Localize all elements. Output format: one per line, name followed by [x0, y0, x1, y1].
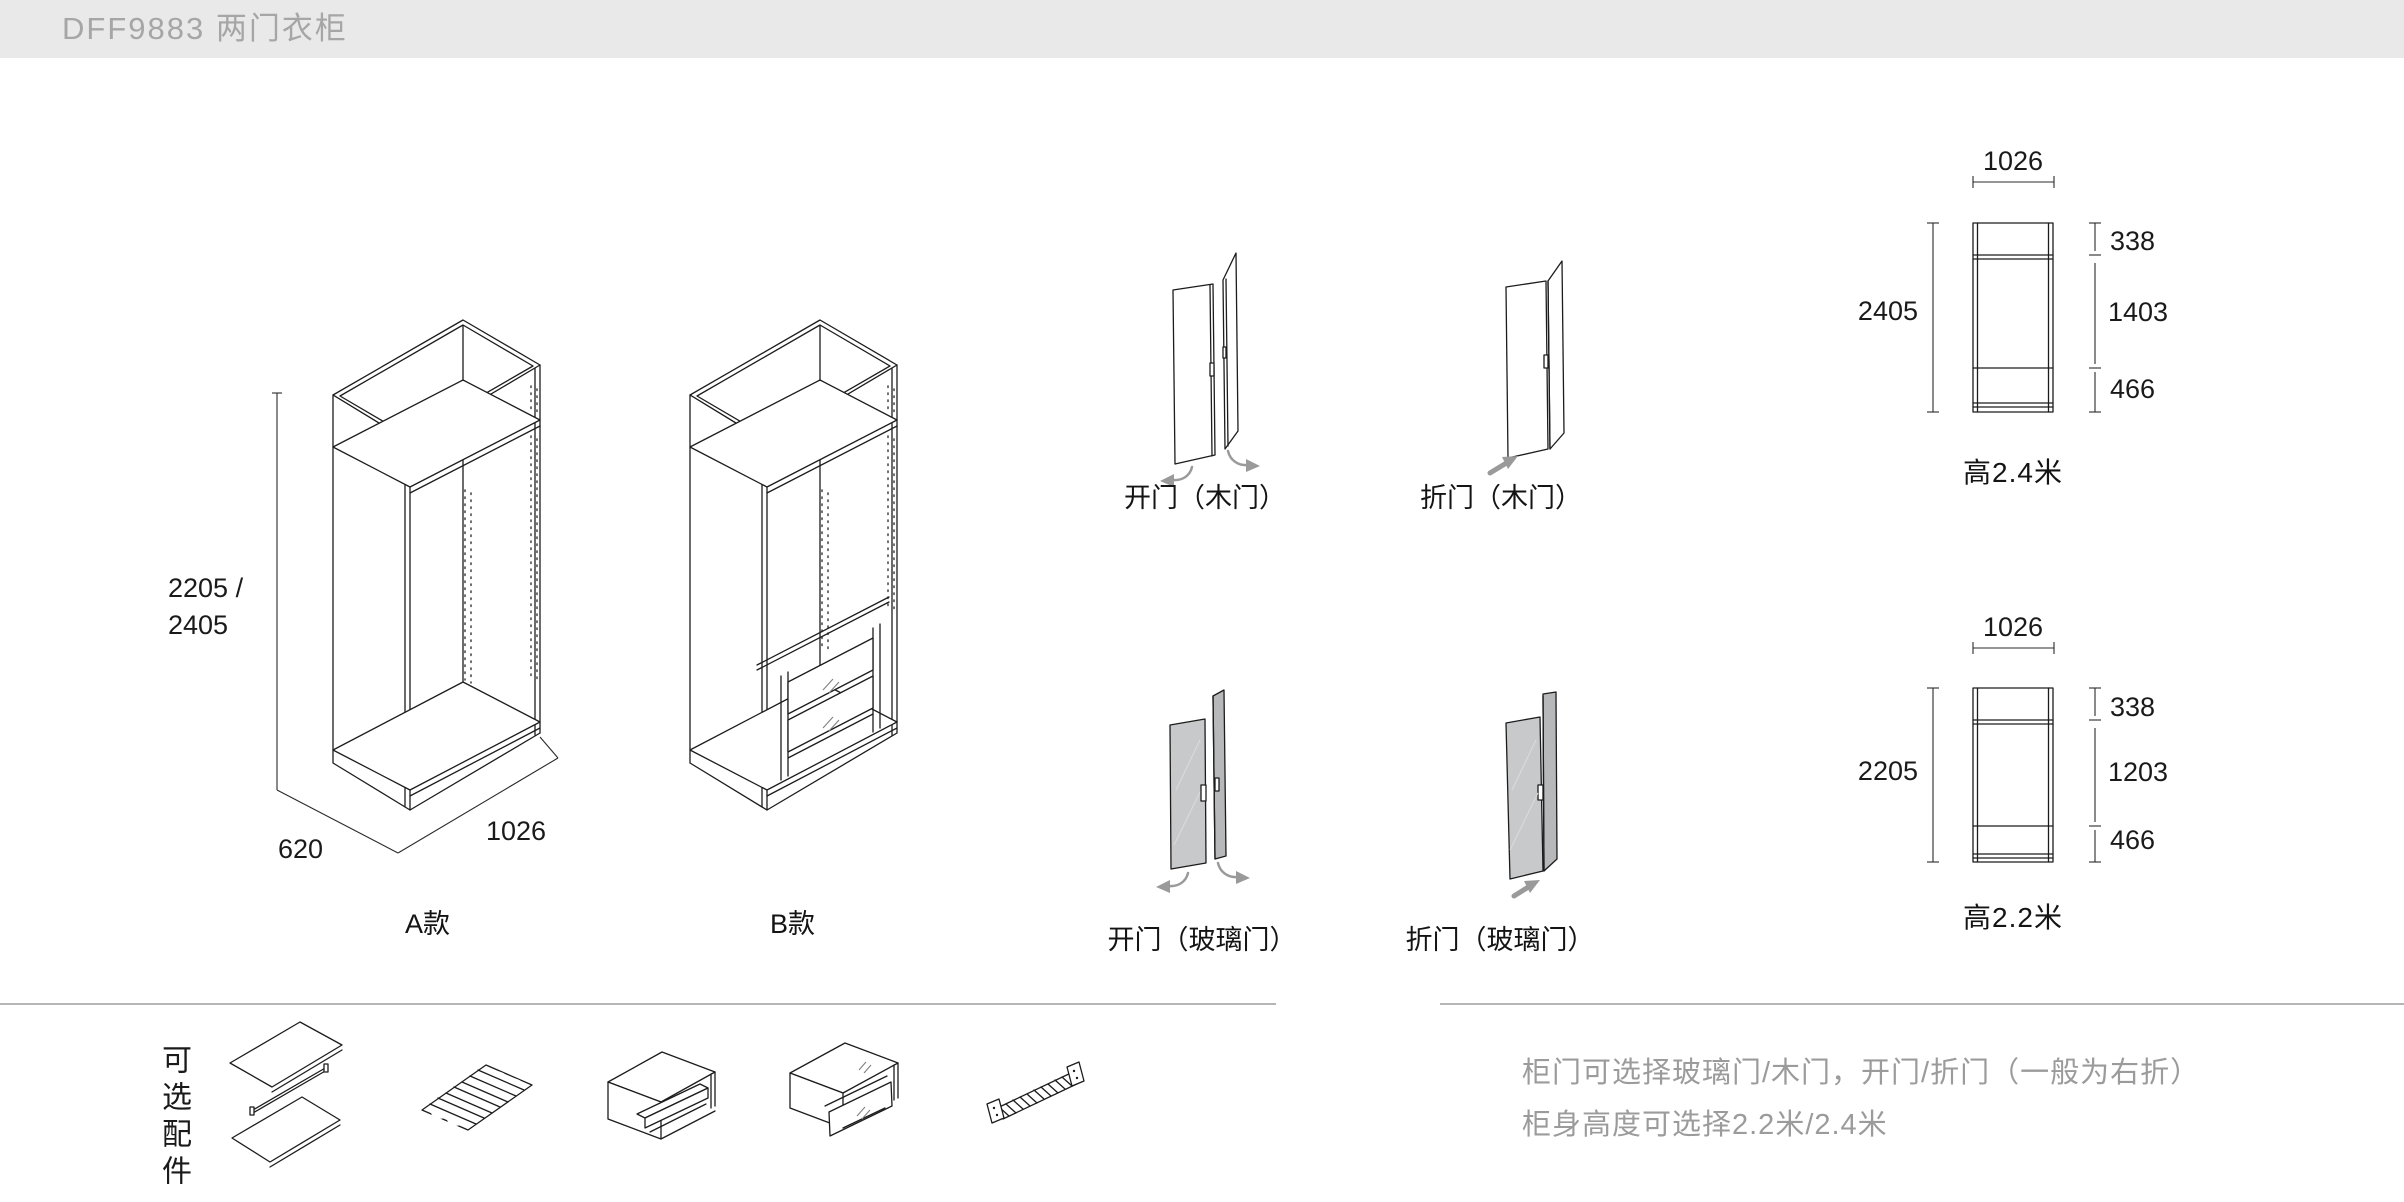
accessory-shelf-rod-drawing [229, 1021, 343, 1168]
elevation-short-dim-lines [1927, 642, 2101, 863]
elevation-tall-dim-lines [1927, 176, 2101, 413]
door-fold-glass-drawing [1505, 691, 1558, 899]
wardrobe-a-label: A款 [404, 909, 450, 939]
accessory-trouser-rack-drawing [421, 1064, 533, 1131]
accessories-title: 可选配件 [157, 1044, 190, 1192]
door-swing-wood-label: 开门（木门） [1124, 483, 1286, 513]
door-fold-arrow [1511, 880, 1540, 899]
wardrobe-a-dim-lines [272, 392, 559, 854]
wardrobe-b-drawing [689, 319, 898, 811]
accessory-glass-drawer-drawing [789, 1042, 899, 1137]
elevation-tall-height-dim: 2405 [1857, 296, 1918, 326]
wardrobe-b-carcass [689, 319, 898, 811]
door-swing-glass-label: 开门（玻璃门） [1107, 925, 1297, 955]
door-fold-wood-label: 折门（木门） [1420, 483, 1582, 513]
elevation-short-drawing [1927, 642, 2101, 863]
elevation-tall-caption: 高2.4米 [1963, 457, 2063, 488]
drawer-glass-marks [822, 678, 840, 732]
elevation-tall-top-dim: 338 [2110, 226, 2156, 256]
wardrobe-a-drawing [272, 319, 559, 854]
elevation-short-middle-dim: 1203 [2108, 757, 2169, 787]
wardrobe-a-width-dim: 1026 [486, 816, 547, 846]
wardrobe-a-carcass [332, 319, 541, 811]
door-fold-arrow [1487, 456, 1518, 476]
elevation-tall-drawing [1927, 176, 2101, 413]
elevation-tall-width-dim: 1026 [1982, 146, 2044, 176]
accessory-tie-rack-drawing [986, 1061, 1085, 1124]
wardrobe-b-drawer-unit [756, 596, 890, 781]
elevation-short-bottom-dim: 466 [2110, 825, 2156, 855]
elevation-short-caption: 高2.2米 [1963, 902, 2063, 933]
wardrobe-a-depth-dim: 620 [278, 834, 324, 864]
door-fold-glass-label: 折门（玻璃门） [1405, 925, 1595, 955]
elevation-short-height-dim: 2205 [1857, 756, 1918, 786]
elevation-short-top-dim: 338 [2110, 692, 2156, 722]
elevation-tall-bottom-dim: 466 [2110, 374, 2156, 404]
note-doors: 柜门可选择玻璃门/木门，开门/折门（一般为右折） [1522, 1057, 2201, 1089]
door-swing-wood-drawing [1160, 252, 1260, 487]
section-divider-left [0, 1003, 1276, 1005]
section-divider-right [1440, 1003, 2404, 1005]
wardrobe-a-height-dim: 2205 / 2405 [168, 573, 244, 640]
wardrobe-b-label: B款 [769, 909, 815, 939]
elevation-tall-middle-dim: 1403 [2108, 297, 2169, 327]
door-swing-arrows [1160, 449, 1260, 487]
door-swing-arrows [1156, 861, 1250, 893]
elevation-short-width-dim: 1026 [1982, 612, 2044, 642]
shelf-pin-holes [464, 385, 538, 684]
door-fold-wood-drawing [1487, 260, 1565, 476]
page-title: DFF9883 两门衣柜 [62, 11, 348, 46]
accessory-pullout-tray-drawing [607, 1051, 716, 1140]
door-swing-glass-drawing [1156, 689, 1250, 893]
header-bar [0, 0, 2404, 58]
note-heights: 柜身高度可选择2.2米/2.4米 [1522, 1109, 1888, 1141]
shelf-pin-holes [821, 385, 895, 654]
